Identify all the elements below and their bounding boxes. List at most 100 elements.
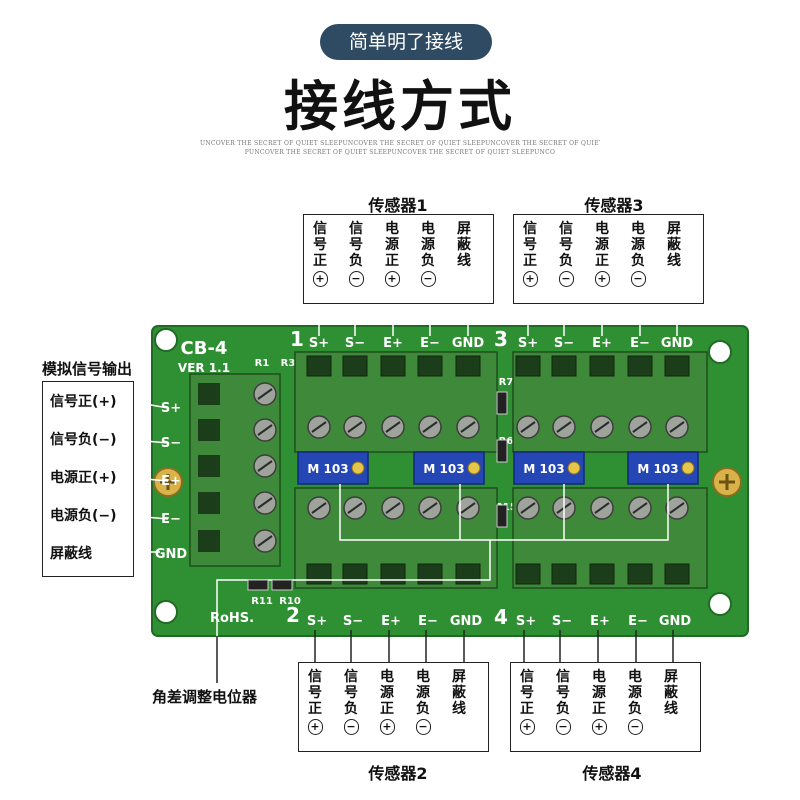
wire-label-char: 电 xyxy=(385,221,399,237)
terminal-screw-slot xyxy=(460,502,476,514)
smd-resistor xyxy=(496,439,508,463)
potentiometer-knob xyxy=(567,461,581,475)
wire-opening xyxy=(515,355,541,377)
wire-label-char: 正 xyxy=(380,701,394,717)
wire-label-4: 电源负− xyxy=(418,221,438,287)
wire-opening xyxy=(455,563,481,585)
output-wire-opening xyxy=(198,419,220,441)
wire-opening xyxy=(589,563,615,585)
wire-label-char: 源 xyxy=(592,685,606,701)
terminal-label-bottom-4: GND xyxy=(659,614,692,629)
wire-label-char: 号 xyxy=(559,237,573,253)
terminal-label-top-1: E+ xyxy=(383,336,403,351)
wire-label-5: 屏蔽线 xyxy=(664,221,684,269)
subtitle-line-2: PUNCOVER THE SECRET OF QUIET SLEEPUNCOVE… xyxy=(244,149,556,156)
wire-opening xyxy=(551,563,577,585)
wire-label-char: 信 xyxy=(313,221,327,237)
analog-output-shield: 屏蔽线 xyxy=(50,546,92,562)
wire-label-sign: − xyxy=(415,719,431,735)
wire-label-char: 蔽 xyxy=(664,685,678,701)
wire-opening xyxy=(306,355,332,377)
output-terminal-screw-slot xyxy=(257,460,273,472)
terminal-label-bottom-4: E+ xyxy=(590,614,610,629)
wire-label-sign: + xyxy=(522,271,538,287)
output-terminal-label: S+ xyxy=(161,401,181,416)
analog-output-title: 模拟信号输出 xyxy=(42,360,133,378)
wire-label-char: 正 xyxy=(385,253,399,269)
output-wire-opening xyxy=(198,530,220,552)
terminal-screw-slot xyxy=(347,421,363,433)
resistor-label: R11 xyxy=(251,596,273,607)
output-wire-opening xyxy=(198,492,220,514)
smd-resistor xyxy=(271,579,293,591)
mounting-hole xyxy=(154,600,178,624)
terminal-screw-slot xyxy=(311,421,327,433)
wire-opening xyxy=(342,355,368,377)
wire-label-char: 蔽 xyxy=(667,237,681,253)
wire-label-char: 信 xyxy=(559,221,573,237)
potentiometer-knob xyxy=(467,461,481,475)
terminal-screw-slot xyxy=(594,421,610,433)
wire-label-char: 电 xyxy=(416,669,430,685)
resistor-label: R7 xyxy=(499,377,514,388)
potentiometer-marking: M 103 xyxy=(307,462,348,476)
wire-label-char: 信 xyxy=(523,221,537,237)
smd-resistor xyxy=(496,504,508,528)
resistor-label: R10 xyxy=(279,596,301,607)
wire-label-char: 号 xyxy=(349,237,363,253)
terminal-screw-slot xyxy=(385,421,401,433)
wire-label-char: 源 xyxy=(628,685,642,701)
wire-opening xyxy=(589,355,615,377)
page-title: 接线方式 xyxy=(284,75,516,138)
analog-output-box xyxy=(42,381,134,577)
terminal-label-bottom-2: E− xyxy=(418,614,438,629)
terminal-label-bottom-2: S+ xyxy=(307,614,327,629)
terminal-label-bottom-2: E+ xyxy=(381,614,401,629)
output-terminal-screw-slot xyxy=(257,424,273,436)
potentiometer-knob xyxy=(681,461,695,475)
wire-label-sign: + xyxy=(379,719,395,735)
wire-label-sign: + xyxy=(519,719,535,735)
wire-opening xyxy=(306,563,332,585)
terminal-screw-slot xyxy=(520,421,536,433)
terminal-label-top-3: E− xyxy=(630,336,650,351)
terminal-label-bottom-2: GND xyxy=(450,614,483,629)
analog-output-power-neg: 电源负(−) xyxy=(50,508,117,524)
sensor-3-title: 传感器3 xyxy=(584,196,644,215)
terminal-screw-slot xyxy=(385,502,401,514)
wire-label-4: 电源负− xyxy=(628,221,648,287)
wire-label-char: 电 xyxy=(631,221,645,237)
wire-label-char: 电 xyxy=(421,221,435,237)
output-terminal-screw-slot xyxy=(257,535,273,547)
wire-label-2: 信号负− xyxy=(553,669,573,735)
wire-label-char: 蔽 xyxy=(452,685,466,701)
wire-label-1: 信号正+ xyxy=(305,669,325,735)
wire-label-char: 源 xyxy=(421,237,435,253)
board-version-text: VER 1.1 xyxy=(178,361,230,375)
terminal-label-bottom-4: S− xyxy=(552,614,572,629)
wire-opening xyxy=(380,355,406,377)
sensor-4-wire-box: 信号正+信号负−电源正+电源负−屏蔽线 xyxy=(510,662,701,752)
wire-label-char: 负 xyxy=(421,253,435,269)
leader-line xyxy=(133,477,169,482)
terminal-screw-slot xyxy=(422,502,438,514)
terminal-screw-slot xyxy=(669,502,685,514)
terminal-label-top-1: GND xyxy=(452,336,485,351)
output-terminal-screw-slot xyxy=(257,388,273,400)
wire-label-char: 号 xyxy=(520,685,534,701)
potentiometer-marking: M 103 xyxy=(523,462,564,476)
terminal-screw-slot xyxy=(347,502,363,514)
wire-opening xyxy=(455,355,481,377)
resistor-label: R3 xyxy=(281,358,296,369)
wire-label-5: 屏蔽线 xyxy=(661,669,681,717)
wire-label-char: 号 xyxy=(308,685,322,701)
wire-opening xyxy=(515,563,541,585)
wire-label-char: 负 xyxy=(344,701,358,717)
wire-label-sign: − xyxy=(558,271,574,287)
wire-label-char: 信 xyxy=(308,669,322,685)
wire-label-char: 信 xyxy=(556,669,570,685)
wire-opening xyxy=(417,355,443,377)
wire-label-char: 负 xyxy=(556,701,570,717)
mounting-hole xyxy=(154,328,178,352)
